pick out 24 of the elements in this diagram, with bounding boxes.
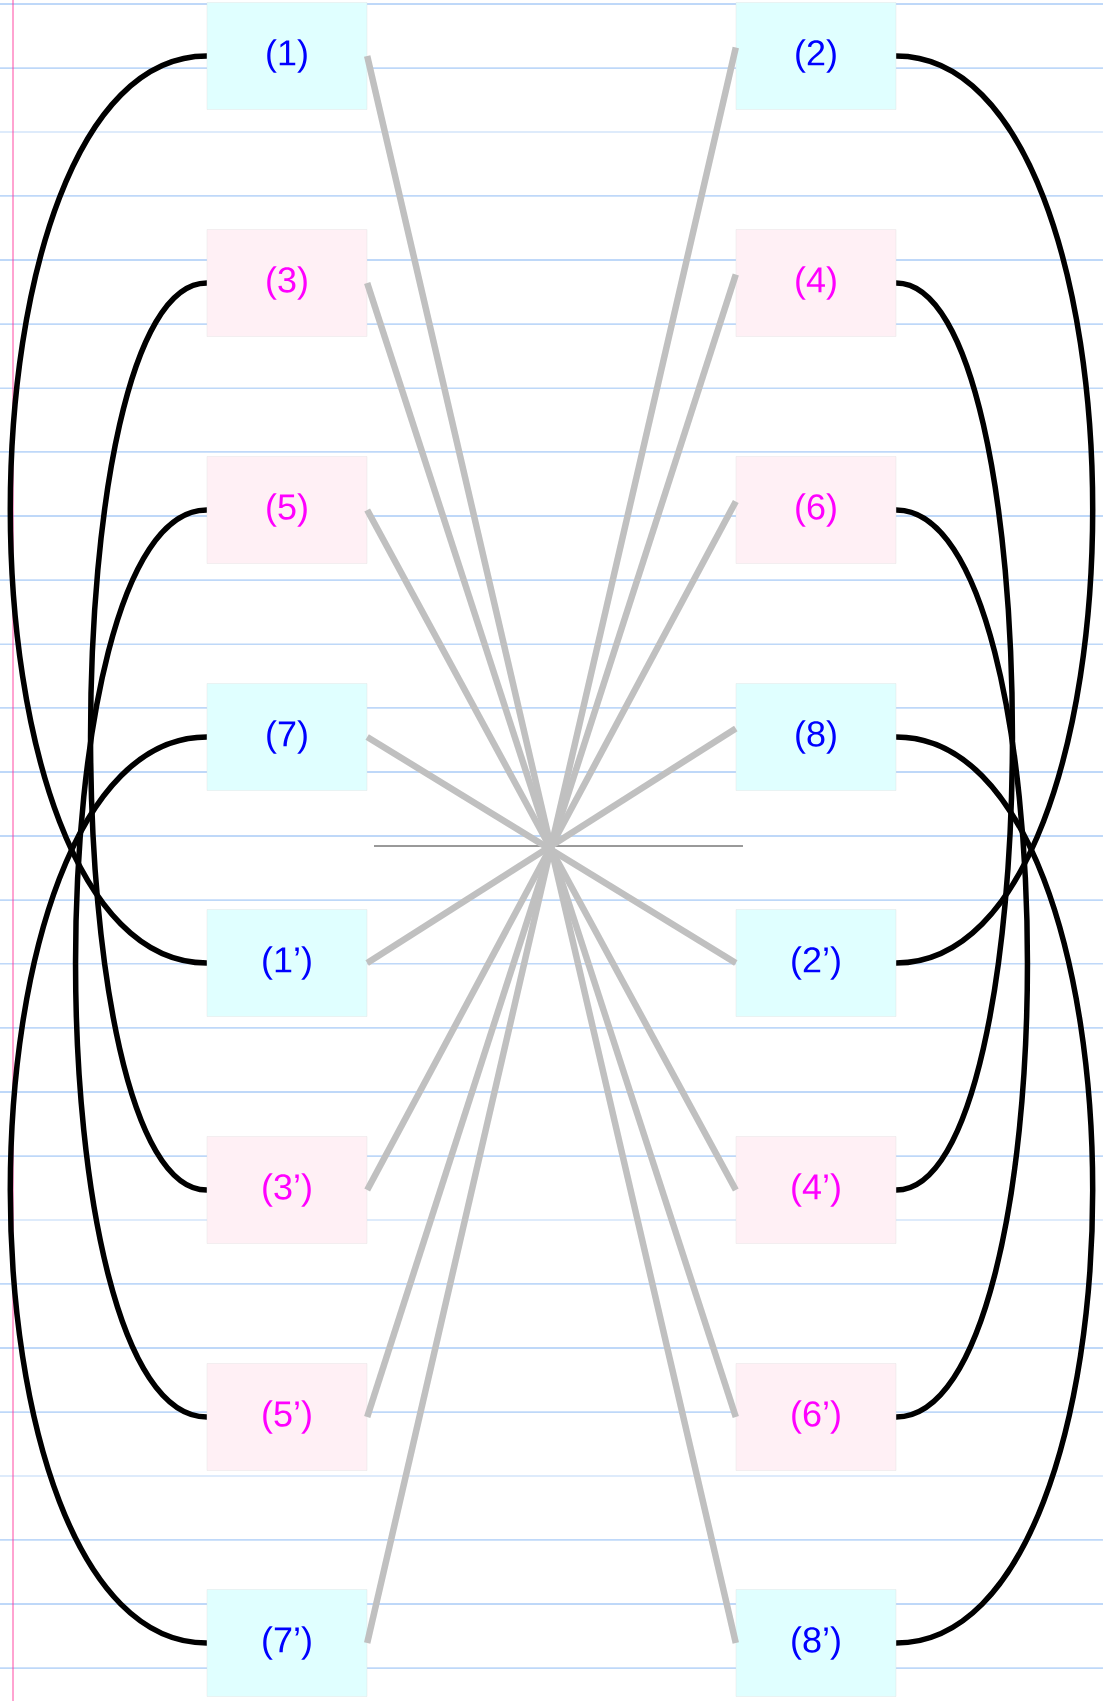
curved-connector	[7, 734, 208, 1646]
label-box: (8)	[735, 683, 897, 791]
curved-connector	[895, 53, 1096, 966]
curved-connector	[72, 507, 208, 1420]
curved-connector	[895, 734, 1096, 1646]
curved-connector	[7, 53, 208, 966]
label-box: (3)	[206, 229, 368, 337]
label-box: (2)	[735, 2, 897, 110]
curved-connector	[894, 280, 1016, 1193]
label-box: (5’)	[206, 1363, 368, 1471]
label-box: (6’)	[735, 1363, 897, 1471]
label-box: (3’)	[206, 1136, 368, 1244]
label-box: (5)	[206, 456, 368, 564]
label-box: (4’)	[735, 1136, 897, 1244]
label-box: (1)	[206, 2, 368, 110]
label-box: (6)	[735, 456, 897, 564]
label-box: (7)	[206, 683, 368, 791]
curved-connector	[895, 507, 1031, 1420]
curved-connector	[87, 280, 209, 1193]
label-box: (8’)	[735, 1589, 897, 1697]
label-box: (2’)	[735, 909, 897, 1017]
label-box: (7’)	[206, 1589, 368, 1697]
label-box: (1’)	[206, 909, 368, 1017]
label-box: (4)	[735, 229, 897, 337]
